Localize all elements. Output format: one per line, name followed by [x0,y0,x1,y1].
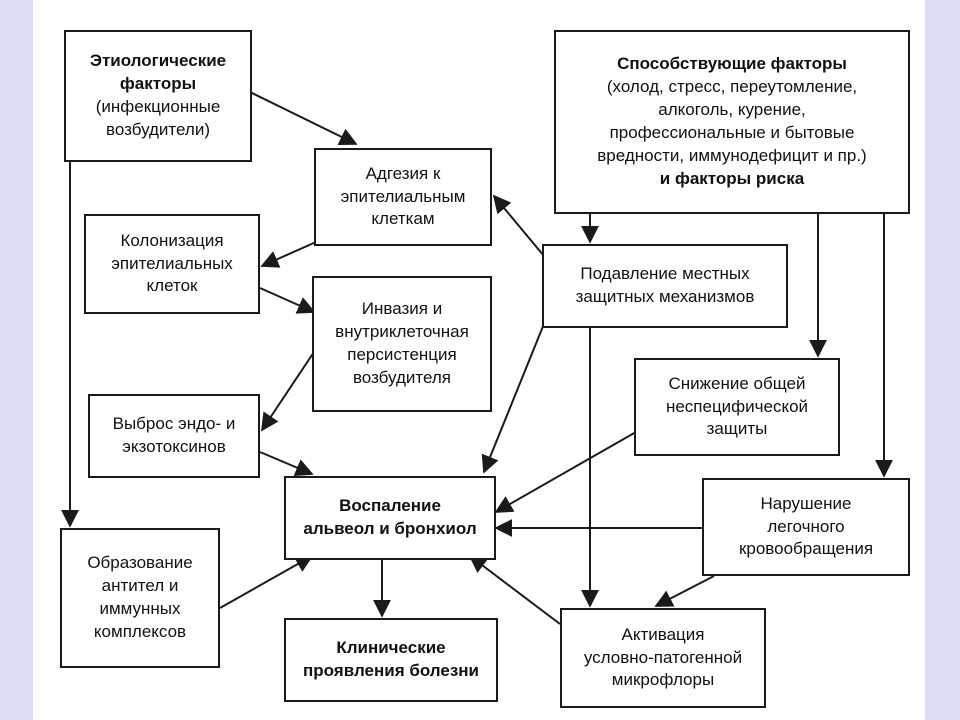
clinical-line-1: Клинические [336,638,446,658]
toxins-line-2: экзотоксинов [122,437,226,456]
clinical-line-2: проявления болезни [302,661,479,680]
colonization-line-1: Колонизация [120,230,224,250]
invasion-line-2: внутриклеточная [335,322,469,342]
antibodies-line-1: Образование [87,553,193,573]
adhesion-line-1: Адгезия к [365,163,441,183]
arrow-etio-to-adhesion [249,91,358,145]
arrow-adhesion-to-colonization [260,241,317,268]
antibodies-line-3: иммунных [99,599,181,618]
antibodies-line-2: антител и [101,576,179,596]
decrease-line-2: неспецифической [665,396,809,416]
inflammation-line-2: альвеол и бронхиол [303,519,477,538]
toxins-line-1: Выброс эндо- и [112,414,236,434]
contrib-line-6: и факторы риска [659,168,805,188]
etio-line-2: факторы [119,74,197,94]
activation-line-1: Активация [621,624,705,644]
activation-line-2: условно-патогенной [583,647,743,667]
arrow-suppression-to-inflammation [481,313,549,474]
colonization-line-3: клеток [146,276,198,296]
inflammation-box: Воспаление альвеол и бронхиол [284,476,496,560]
suppression-line-1: Подавление местных [580,264,750,284]
invasion-line-1: Инвазия и [361,299,443,319]
activation-line-3: микрофлоры [611,670,715,690]
colonization-line-2: эпителиальных [111,253,233,273]
contrib-line-1: Способствующие факторы [617,54,847,74]
contrib-line-2: (холод, стресс, переутомление, [606,77,858,97]
arrow-colonization-to-invasion [259,287,316,314]
antibodies-box: Образование антител и иммунных комплексо… [60,528,220,668]
adhesion-line-2: эпителиальным [340,186,466,206]
contrib-line-3: алкоголь, курение, [658,100,806,120]
arrow-antibodies-to-inflammation [219,555,314,609]
decrease-line-3: защиты [706,419,768,439]
arrow-decrease-to-inflammation [494,431,637,513]
contrib-line-4: профессиональные и бытовые [609,123,855,142]
circulation-line-1: Нарушение [760,493,852,513]
etio-line-4: возбудители) [106,119,210,139]
clinical-manifestations-box: Клинические проявления болезни [284,618,498,702]
invasion-box: Инвазия и внутриклеточная персистенция в… [312,276,492,412]
colonization-box: Колонизация эпителиальных клеток [84,214,260,314]
circulation-box: Нарушение легочного кровообращения [702,478,910,576]
arrow-toxins-to-inflammation [259,451,314,476]
etio-line-3: (инфекционные [95,97,221,116]
suppression-box: Подавление местных защитных механизмов [542,244,788,328]
contributing-factors-box: Способствующие факторы (холод, стресс, п… [554,30,910,214]
invasion-line-3: персистенция [347,345,457,364]
etio-line-1: Этиологические [89,51,227,71]
contrib-line-5: вредности, иммунодефицит и пр.) [597,145,867,165]
activation-box: Активация условно-патогенной микрофлоры [560,608,766,708]
arrow-invasion-to-toxins [261,351,315,432]
inflammation-line-1: Воспаление [339,496,441,516]
arrow-activation-to-inflammation [468,554,561,625]
toxins-box: Выброс эндо- и экзотоксинов [88,394,260,478]
antibodies-line-4: комплексов [93,621,187,641]
decrease-defense-box: Снижение общей неспецифической защиты [634,358,840,456]
circulation-line-3: кровообращения [738,539,874,559]
adhesion-line-3: клеткам [371,209,435,229]
etiological-factors-box: Этиологические факторы (инфекционные воз… [64,30,252,162]
invasion-line-4: возбудителя [352,367,452,387]
arrow-circulation-to-activation [654,575,715,607]
suppression-line-2: защитных механизмов [575,287,755,306]
arrow-suppression-to-adhesion [492,194,545,257]
adhesion-box: Адгезия к эпителиальным клеткам [314,148,492,246]
decrease-line-1: Снижение общей [668,373,806,393]
circulation-line-2: легочного [767,516,845,536]
